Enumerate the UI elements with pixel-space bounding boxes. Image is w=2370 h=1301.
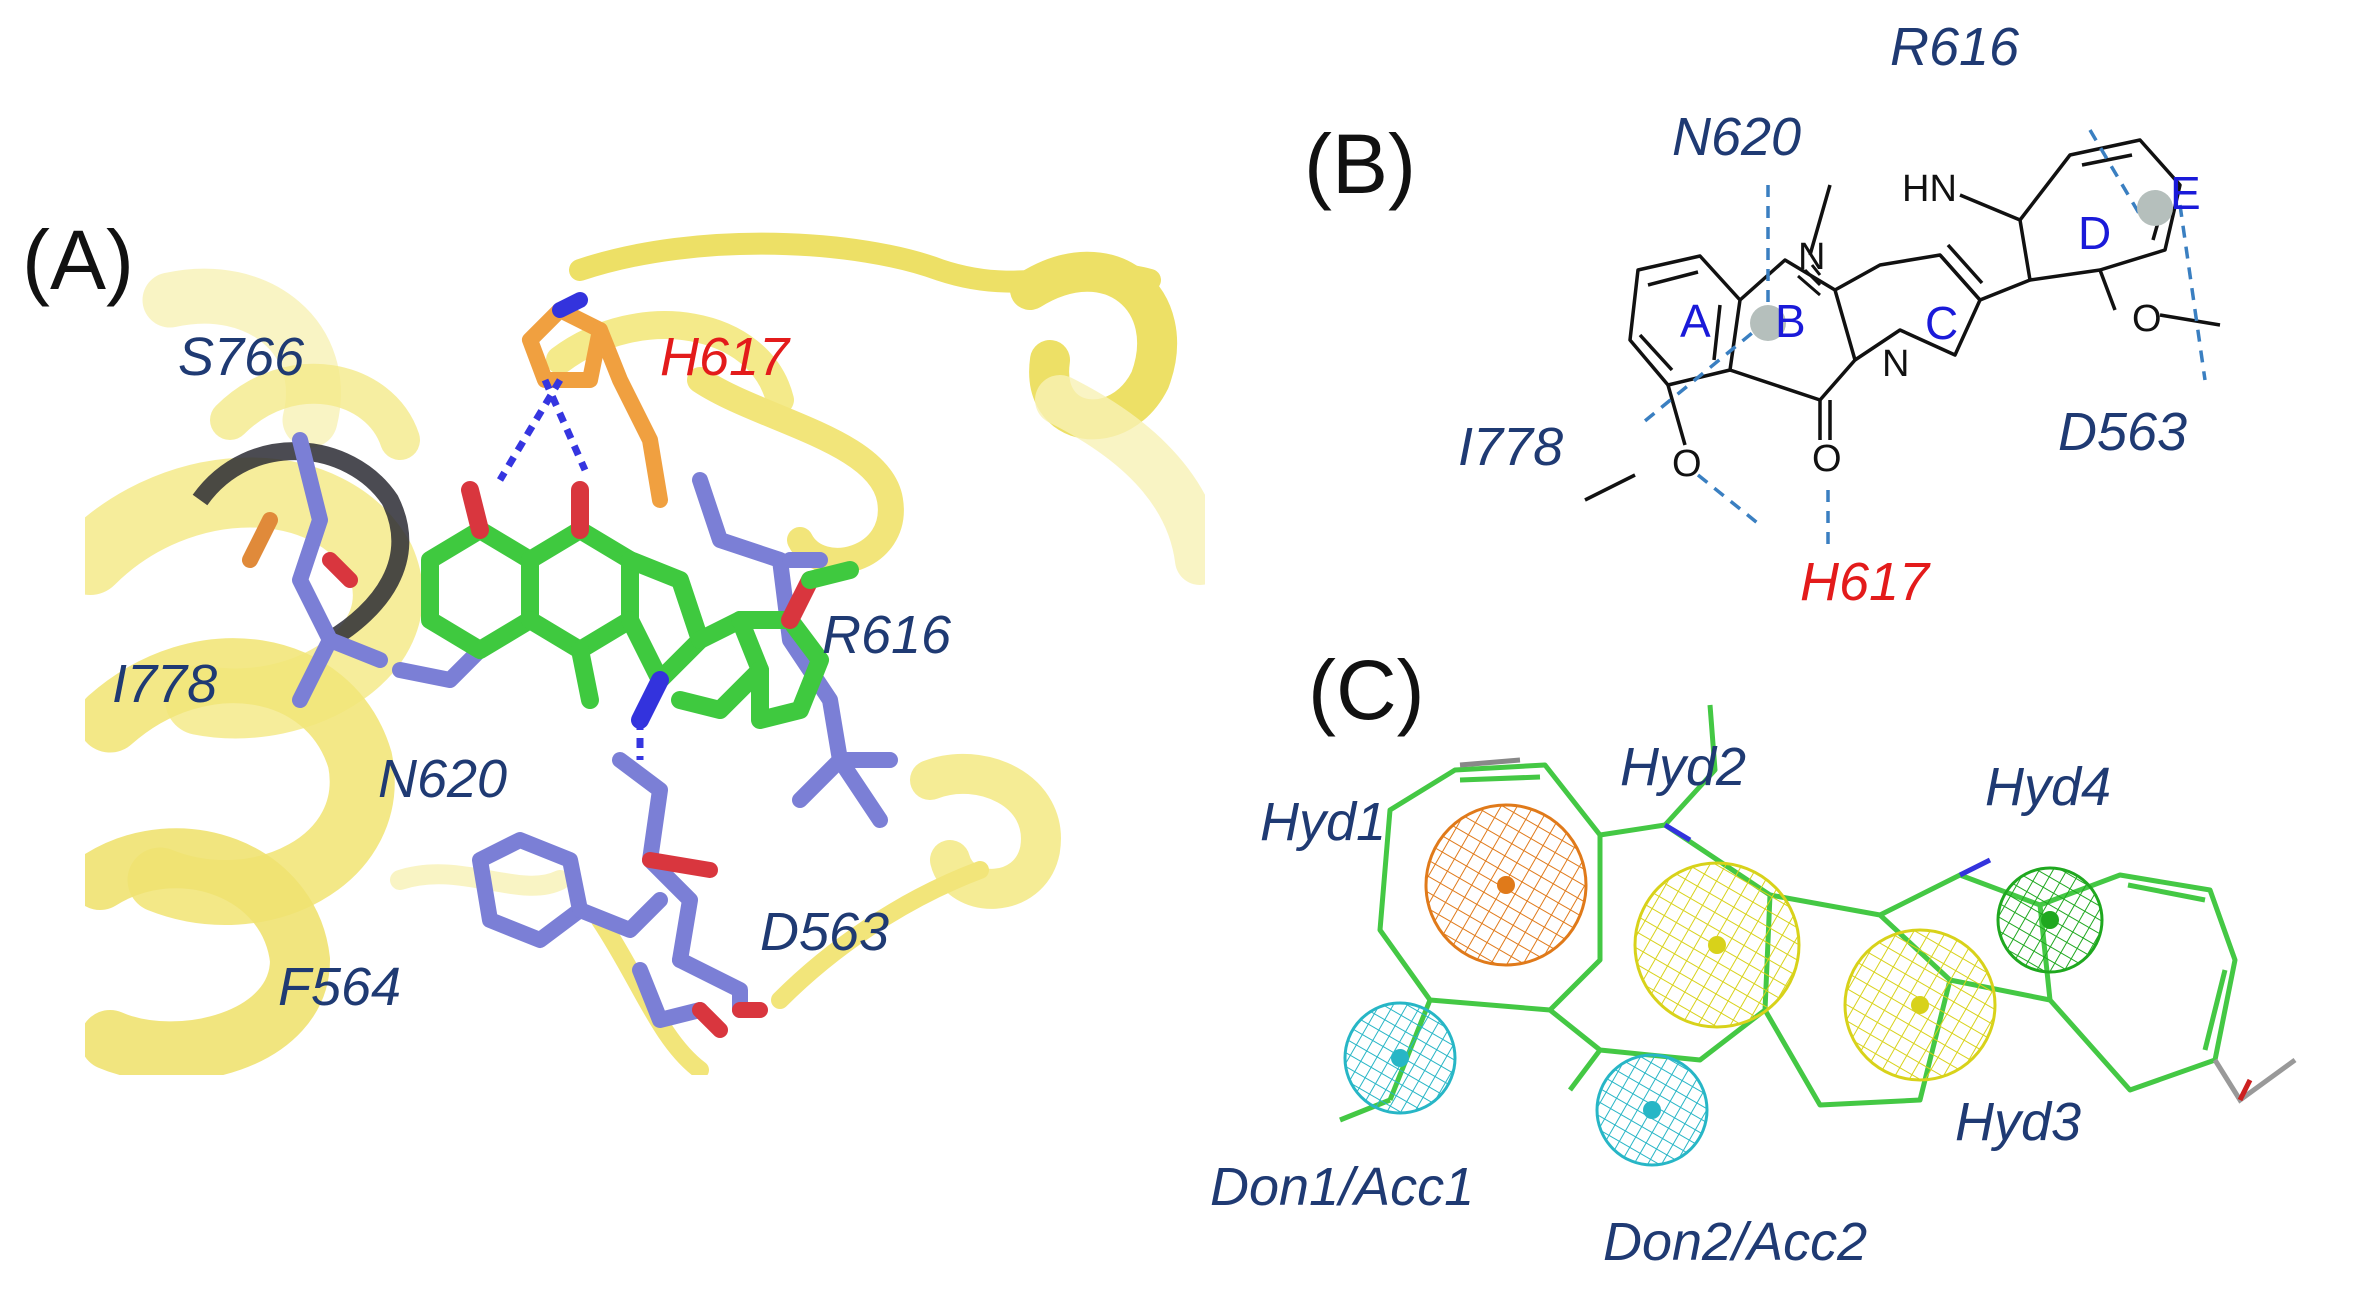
hyd3-sphere — [1843, 928, 1997, 1082]
ligand-skeleton — [1339, 704, 2238, 1123]
label-hyd1: Hyd1 — [1260, 792, 1387, 852]
label-b-r616: R616 — [1890, 17, 2020, 77]
atom-o-methoxy-right: O — [2132, 298, 2162, 340]
label-hyd2: Hyd2 — [1620, 737, 1747, 797]
centroid-de — [2137, 190, 2173, 226]
skeleton-heteroatoms — [1459, 757, 2297, 1104]
residue-sticks — [242, 432, 898, 1038]
atom-n-methyl: N — [1798, 236, 1826, 278]
panel-c: (C) Hyd1 Hyd2 Hyd4 Hyd3 Don1/Acc1 Don2/A… — [1160, 640, 2370, 1301]
ring-e: E — [2170, 167, 2201, 219]
hyd1-sphere — [1424, 803, 1588, 967]
label-s766: S766 — [178, 327, 305, 387]
hyd2-sphere — [1633, 861, 1801, 1029]
atom-o-methoxy-left: O — [1672, 443, 1702, 485]
don1-sphere — [1343, 1001, 1457, 1115]
label-don2: Don2/Acc2 — [1603, 1212, 1868, 1272]
panel-a-structure — [85, 232, 1205, 1075]
panel-a-letter: (A) — [22, 213, 134, 307]
atom-hn: HN — [1902, 168, 1957, 210]
label-b-h617: H617 — [1800, 552, 1930, 612]
label-n620: N620 — [378, 749, 508, 809]
label-h617: H617 — [660, 327, 790, 387]
histidine-sticks — [522, 292, 668, 508]
ring-d: D — [2078, 207, 2112, 259]
ring-c: C — [1925, 297, 1959, 349]
label-i778: I778 — [112, 654, 218, 714]
ring-a: A — [1680, 295, 1711, 347]
stereo-hash — [1797, 264, 1822, 297]
hydrogen-bonds — [496, 378, 644, 760]
panel-c-letter: (C) — [1308, 643, 1425, 737]
panel-b-letter: (B) — [1304, 117, 1416, 211]
hyd4-sphere — [1996, 866, 2104, 974]
label-don1: Don1/Acc1 — [1210, 1157, 1475, 1217]
ring-b: B — [1775, 295, 1806, 347]
panel-c-pharmacophore — [1339, 704, 2297, 1167]
centroid-ab — [1750, 305, 1786, 341]
atom-o-carbonyl: O — [1812, 438, 1842, 480]
label-d563: D563 — [760, 902, 890, 962]
panel-b-structure — [1584, 129, 2221, 545]
atom-n-amide: N — [1882, 343, 1910, 385]
label-hyd3: Hyd3 — [1955, 1092, 2082, 1152]
label-hyd4: Hyd4 — [1985, 757, 2112, 817]
panel-a: (A) S766 H617 I778 R616 N620 D563 F564 — [22, 213, 1205, 1075]
panel-b: (B) N620 R616 I778 D563 H617 A B C D E N… — [1220, 0, 2370, 640]
label-b-d563: D563 — [2058, 402, 2188, 462]
interaction-lines — [1638, 129, 2207, 545]
label-r616: R616 — [822, 605, 952, 665]
label-b-i778: I778 — [1458, 417, 1564, 477]
label-b-n620: N620 — [1672, 107, 1802, 167]
helix-s766 — [192, 442, 410, 648]
don2-sphere — [1595, 1053, 1709, 1167]
label-f564: F564 — [278, 957, 402, 1017]
ligand-sticks — [421, 481, 859, 729]
